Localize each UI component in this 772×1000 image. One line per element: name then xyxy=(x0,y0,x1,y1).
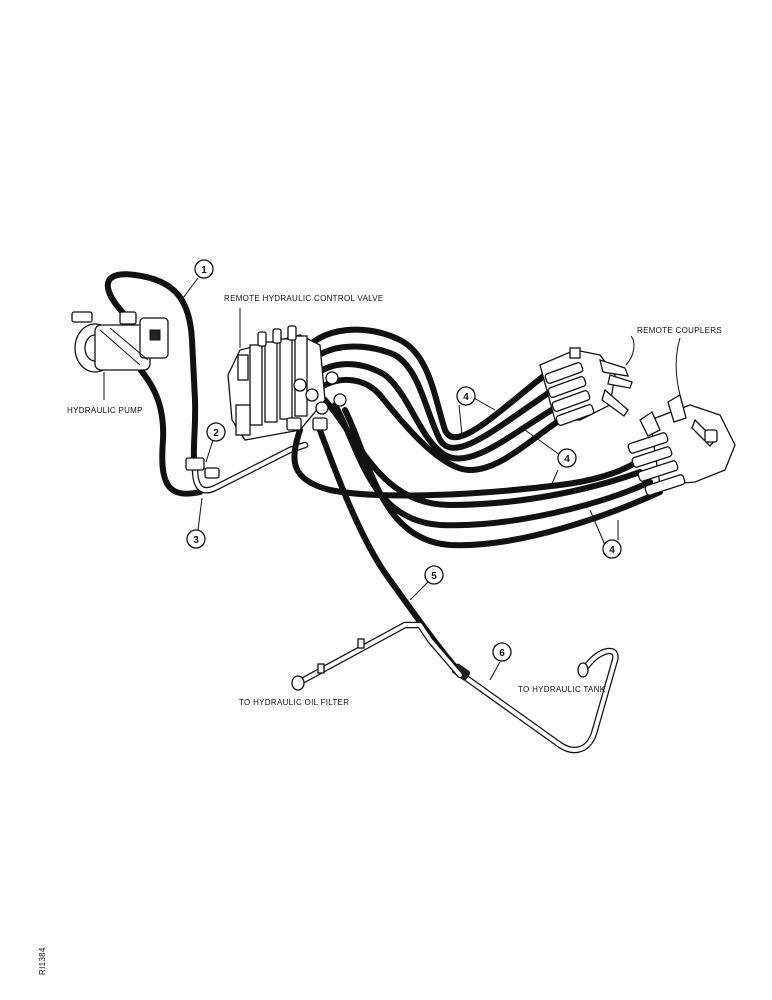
tube-clamp xyxy=(317,663,325,674)
remote-couplers-front xyxy=(539,347,633,427)
callout-5: 5 xyxy=(424,565,444,585)
label-hydraulic-tank: TO HYDRAULIC TANK xyxy=(518,685,606,694)
label-hydraulic-pump: HYDRAULIC PUMP xyxy=(67,406,143,415)
remote-hoses-front xyxy=(297,326,563,473)
callout-4b: 4 xyxy=(557,448,577,468)
hydraulic-pump xyxy=(71,311,169,373)
callout-2: 2 xyxy=(206,422,226,442)
callout-number: 5 xyxy=(431,571,437,582)
hose-1 xyxy=(104,271,199,471)
callout-number: 4 xyxy=(463,392,469,403)
hose-5 xyxy=(315,422,465,678)
figure-id: RI1384 xyxy=(38,947,47,975)
tube-6 xyxy=(451,647,619,754)
callout-3: 3 xyxy=(186,529,206,549)
callout-number: 2 xyxy=(213,428,219,439)
tube-clamp xyxy=(357,638,365,649)
leader-lines xyxy=(103,277,681,681)
callout-4c: 4 xyxy=(602,539,622,559)
callout-number: 1 xyxy=(201,265,207,276)
callout-number: 4 xyxy=(609,545,615,556)
hose-fitting xyxy=(204,467,220,479)
remote-hoses-rear xyxy=(291,397,663,549)
label-remote-control-valve: REMOTE HYDRAULIC CONTROL VALVE xyxy=(224,294,384,303)
tube-2 xyxy=(185,441,309,494)
callout-4a: 4 xyxy=(456,386,476,406)
label-oil-filter: TO HYDRAULIC OIL FILTER xyxy=(239,698,349,707)
callout-number: 4 xyxy=(564,454,570,465)
callout-1: 1 xyxy=(194,259,214,279)
label-remote-couplers: REMOTE COUPLERS xyxy=(637,326,722,335)
hose-group xyxy=(104,271,663,678)
callout-number: 3 xyxy=(193,535,199,546)
hose-3 xyxy=(129,357,203,497)
remote-couplers-rear xyxy=(627,394,736,496)
filter-tube-end xyxy=(291,675,305,691)
callout-6: 6 xyxy=(492,642,512,662)
remote-control-valve xyxy=(227,325,347,441)
hose-fitting xyxy=(185,457,205,471)
callout-number: 6 xyxy=(499,648,505,659)
tank-tube-end xyxy=(577,662,589,678)
filter-tube xyxy=(291,621,464,691)
